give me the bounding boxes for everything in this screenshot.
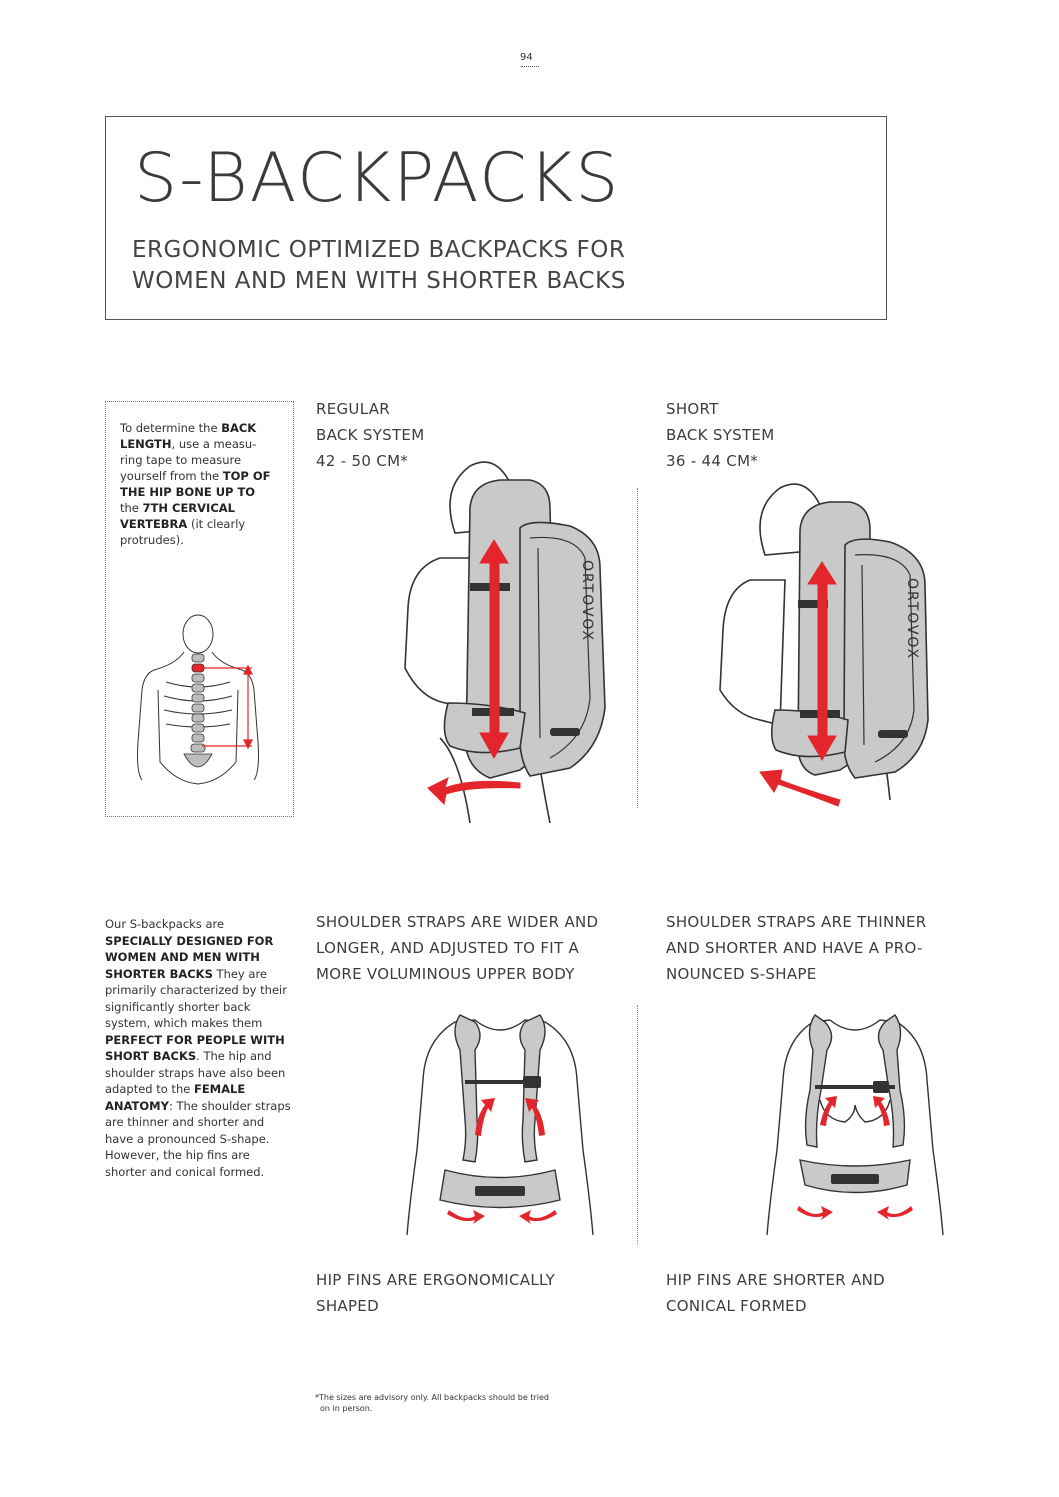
note-bold-2: TOP OF THE HIP BONE UP TO <box>120 469 271 499</box>
desc-bold-1: SPECIALLY DESIGNED FOR WOMEN AND MEN WIT… <box>105 933 274 981</box>
short-back-system-label: SHORT BACK SYSTEM 36 - 44 CM* <box>666 396 774 474</box>
note-text-2: , use a measu-ring tape to measure yours… <box>120 437 257 483</box>
note-bold-1: BACK LENGTH <box>120 421 257 451</box>
short-straps-caption: SHOULDER STRAPS ARE THINNER AND SHORTER … <box>666 909 927 987</box>
regular-back-system-label: REGULAR BACK SYSTEM 42 - 50 CM* <box>316 396 424 474</box>
footnote-line-1: *The sizes are advisory only. All backpa… <box>315 1393 549 1402</box>
title-box: S-BACKPACKS ERGONOMIC OPTIMIZED BACKPACK… <box>105 116 887 320</box>
page-subtitle: ERGONOMIC OPTIMIZED BACKPACKS FOR WOMEN … <box>132 235 752 297</box>
regular-label-size: 42 - 50 CM* <box>316 452 409 470</box>
note-text-3: the <box>120 501 143 515</box>
desc-text-1: Our S-backpacks are <box>105 917 225 931</box>
short-hip-caption: HIP FINS ARE SHORTER AND CONICAL FORMED <box>666 1267 885 1319</box>
regular-harness-illustration <box>406 1014 594 1236</box>
brand-logo-regular: ORTOVOX <box>579 560 595 642</box>
note-text-1: To determine the <box>120 421 222 435</box>
short-label-size: 36 - 44 CM* <box>666 452 759 470</box>
s-backpack-description: Our S-backpacks are SPECIALLY DESIGNED F… <box>105 916 291 1180</box>
desc-text-4: : The shoulder straps are thinner and sh… <box>105 1098 291 1179</box>
regular-label-line-1: REGULAR <box>316 400 390 418</box>
spine-illustration <box>137 614 259 785</box>
desc-text-2: They are primarily characterized by thei… <box>105 966 287 1031</box>
desc-bold-3: FEMALE ANATOMY <box>105 1082 246 1113</box>
back-length-note: To determine the BACK LENGTH, use a meas… <box>120 420 276 548</box>
note-text-4: (it clearly protrudes). <box>120 517 246 547</box>
short-backpack-illustration: ORTOVOX <box>719 483 929 807</box>
regular-label-line-2: BACK SYSTEM <box>316 426 425 444</box>
subtitle-line-2: WOMEN AND MEN WITH SHORTER BACKS <box>132 268 626 294</box>
short-hip-line-2: CONICAL FORMED <box>666 1297 807 1315</box>
short-harness-illustration <box>766 1014 944 1236</box>
regular-straps-line-2: LONGER, AND ADJUSTED TO FIT A <box>316 939 580 957</box>
regular-hip-caption: HIP FINS ARE ERGONOMICALLY SHAPED <box>316 1267 555 1319</box>
back-length-note-box: To determine the BACK LENGTH, use a meas… <box>105 401 294 817</box>
desc-text-3: . The hip and shoulder straps have also … <box>105 1049 286 1096</box>
subtitle-line-1: ERGONOMIC OPTIMIZED BACKPACKS FOR <box>132 237 626 263</box>
regular-straps-caption: SHOULDER STRAPS ARE WIDER AND LONGER, AN… <box>316 909 598 987</box>
page-number: 94 <box>520 52 533 63</box>
short-straps-line-1: SHOULDER STRAPS ARE THINNER <box>666 913 927 931</box>
brand-logo-short: ORTOVOX <box>904 578 920 660</box>
footnote: *The sizes are advisory only. All backpa… <box>315 1392 615 1414</box>
short-hip-line-1: HIP FINS ARE SHORTER AND <box>666 1271 886 1289</box>
column-divider-bottom <box>637 1005 638 1245</box>
column-divider-top <box>637 488 638 808</box>
regular-hip-line-1: HIP FINS ARE ERGONOMICALLY <box>316 1271 556 1289</box>
short-straps-line-2: AND SHORTER AND HAVE A PRO- <box>666 939 923 957</box>
short-label-line-2: BACK SYSTEM <box>666 426 775 444</box>
regular-hip-line-2: SHAPED <box>316 1297 379 1315</box>
page-number-underline <box>521 66 539 67</box>
desc-bold-2: PERFECT FOR PEOPLE WITH SHORT BACKS <box>105 1032 285 1064</box>
regular-straps-line-3: MORE VOLUMINOUS UPPER BODY <box>316 965 575 983</box>
short-straps-line-3: NOUNCED S-SHAPE <box>666 965 817 983</box>
regular-backpack-illustration: ORTOVOX <box>404 461 606 824</box>
regular-straps-line-1: SHOULDER STRAPS ARE WIDER AND <box>316 913 599 931</box>
page-title: S-BACKPACKS <box>134 139 621 218</box>
note-bold-3: 7TH CERVICAL VERTEBRA <box>120 501 236 531</box>
footnote-line-2: on in person. <box>320 1404 373 1413</box>
short-label-line-1: SHORT <box>666 400 719 418</box>
